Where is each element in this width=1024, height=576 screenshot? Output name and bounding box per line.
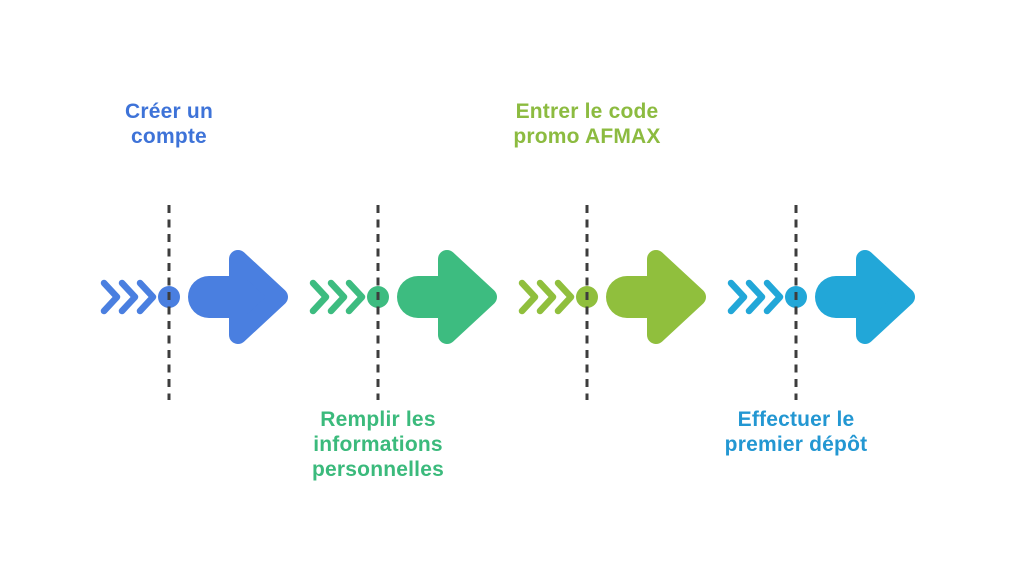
chevron-right-icon [763,279,784,315]
arrow-right-icon [606,250,706,344]
step-label: Effectuer le premier dépôt [724,408,868,456]
triple-chevron-right-icon [518,279,575,315]
chevron-right-icon [309,279,330,315]
chevron-right-icon [327,279,348,315]
step-label: Remplir les informations personnelles [312,408,444,481]
arrow-right-icon [815,250,915,344]
chevron-right-icon [554,279,575,315]
chevron-right-icon [345,279,366,315]
arrow-right-icon [397,250,497,344]
step-graphic [518,205,706,400]
chevron-right-icon [518,279,539,315]
arrow-right-icon [188,250,288,344]
chevron-right-icon [100,279,121,315]
step-label: Entrer le code promo AFMAX [513,100,661,148]
triple-chevron-right-icon [100,279,157,315]
step-graphic [309,205,497,400]
triple-chevron-right-icon [309,279,366,315]
chevron-right-icon [745,279,766,315]
triple-chevron-right-icon [727,279,784,315]
step-label: Créer un compte [125,100,213,148]
chevron-right-icon [118,279,139,315]
chevron-right-icon [727,279,748,315]
chevron-right-icon [136,279,157,315]
step-graphic [100,205,288,400]
chevron-right-icon [536,279,557,315]
step-graphic [727,205,915,400]
